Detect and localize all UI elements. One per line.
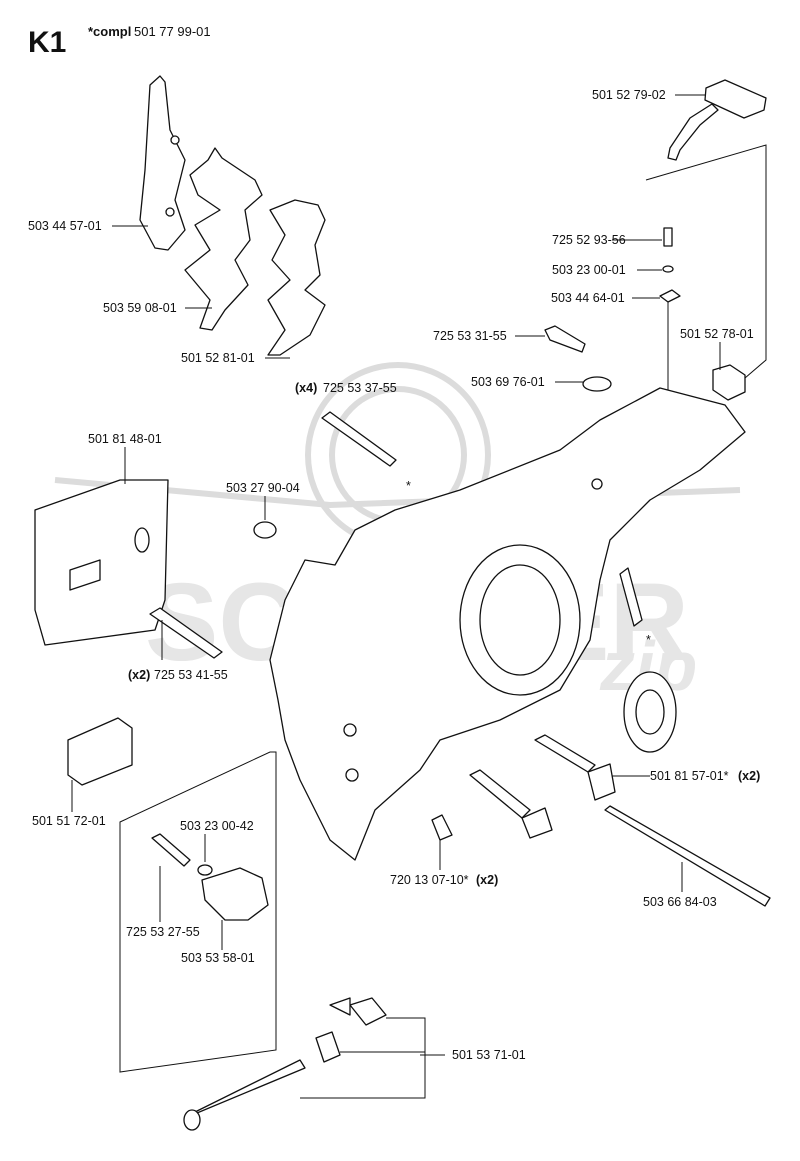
part-label: 501 52 78-01 [680, 327, 754, 341]
part-label: 503 53 58-01 [181, 951, 255, 965]
adjuster-screw-head [183, 1109, 201, 1131]
asterisk-mark: * [646, 633, 651, 647]
nut-plate [659, 289, 681, 303]
adjuster-block [349, 997, 387, 1026]
part-label: 720 13 07-10* [390, 873, 469, 887]
part-label: 501 51 72-01 [32, 814, 106, 828]
part-label: 503 23 00-01 [552, 263, 626, 277]
adjuster-tip [329, 997, 351, 1016]
adjuster-nut [315, 1031, 341, 1063]
part-label: 501 52 79-02 [592, 88, 666, 102]
brake-handle-rod [667, 103, 719, 161]
part-label: 501 52 81-01 [181, 351, 255, 365]
leader-bracket [300, 1017, 426, 1099]
frame-lower [119, 751, 277, 1073]
screw-long-top [544, 325, 586, 353]
part-label: 503 44 57-01 [28, 219, 102, 233]
brake-handle [704, 79, 767, 119]
screw-lower [151, 833, 191, 867]
part-qty: (x4) [295, 381, 317, 395]
grommet [582, 376, 612, 392]
part-label: 503 59 08-01 [103, 301, 177, 315]
part-label: 501 81 48-01 [88, 432, 162, 446]
guard-plate-middle [184, 147, 263, 331]
part-qty: (x2) [738, 769, 760, 783]
part-label: 503 27 90-04 [226, 481, 300, 495]
part-label: 725 53 41-55 [154, 668, 228, 682]
part-label: 725 52 93-56 [552, 233, 626, 247]
part-label: 725 53 27-55 [126, 925, 200, 939]
crank-bore-inner [479, 564, 561, 676]
clamp-block [201, 867, 269, 921]
tensioner-bolt [534, 734, 596, 773]
compl-number: 501 77 99-01 [134, 24, 211, 39]
part-qty: (x2) [476, 873, 498, 887]
part-labels: 501 52 79-02 503 44 57-01 725 52 93-56 5… [28, 88, 760, 1062]
adjuster-screw [184, 1059, 306, 1119]
part-label: 503 66 84-03 [643, 895, 717, 909]
washer-lower [197, 864, 213, 876]
part-label: 503 69 76-01 [471, 375, 545, 389]
bar-plate-slot [69, 559, 101, 591]
asterisk-mark: * [406, 479, 411, 493]
mount-hole [345, 768, 359, 782]
guard-plate-rear [139, 75, 186, 251]
long-rod [604, 805, 771, 907]
bolt-head-2 [521, 807, 553, 839]
frame-upper [645, 144, 767, 379]
pin [619, 567, 643, 627]
mount-hole [591, 478, 603, 490]
plug [253, 521, 277, 539]
bearing-inner [635, 689, 665, 735]
pin-2 [431, 814, 453, 841]
bracket-right [712, 364, 746, 401]
part-label: 725 53 37-55 [323, 381, 397, 395]
part-qty: (x2) [128, 668, 150, 682]
plate-hole [165, 207, 175, 217]
washer-small [662, 265, 674, 273]
screw-x2 [149, 607, 223, 659]
screw-small [663, 227, 673, 247]
leader-lines [71, 94, 767, 1099]
screw-x4 [321, 411, 397, 467]
bracket-lower-left [67, 717, 133, 786]
mount-hole [343, 723, 357, 737]
part-label: 501 53 71-01 [452, 1048, 526, 1062]
plate-hole [170, 135, 180, 145]
guard-plate-front [267, 199, 326, 356]
compl-prefix: *compl [88, 24, 131, 39]
bolt-head [587, 763, 616, 801]
part-label: 503 23 00-42 [180, 819, 254, 833]
bar-plate-hole [134, 527, 150, 553]
part-label: 725 53 31-55 [433, 329, 507, 343]
tensioner-bolt-2 [469, 769, 531, 819]
bar-plate [34, 479, 169, 646]
page-code: K1 [28, 26, 66, 59]
part-label: 501 81 57-01* [650, 769, 729, 783]
part-label: 503 44 64-01 [551, 291, 625, 305]
